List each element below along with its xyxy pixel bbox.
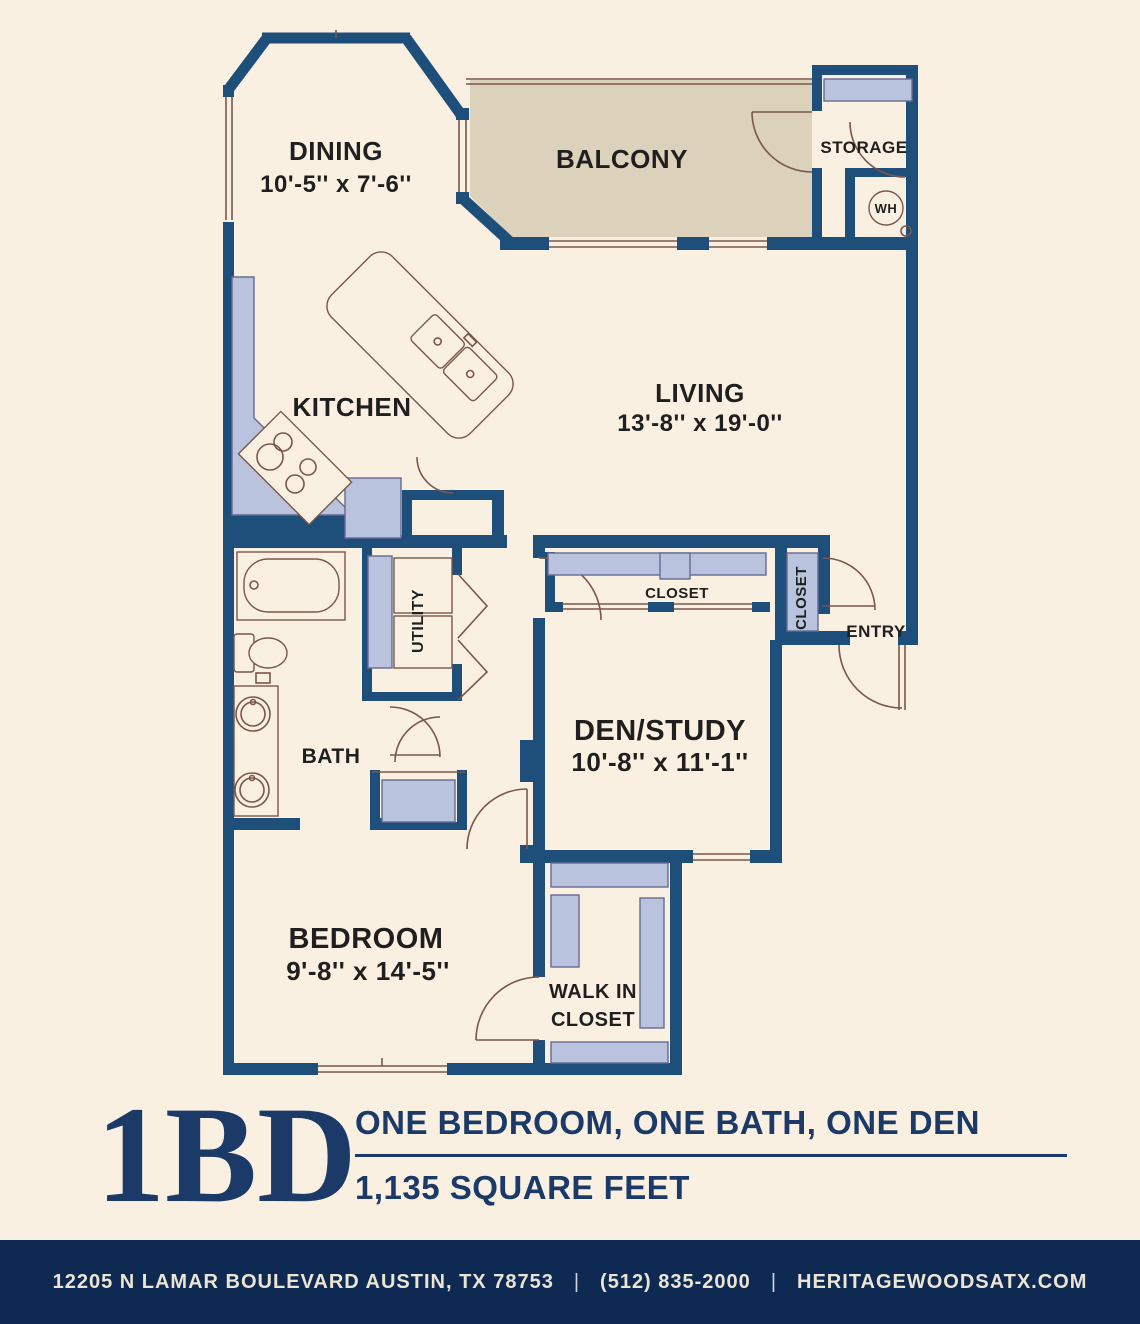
footer-website: HERITAGEWOODSATX.COM [797, 1270, 1088, 1293]
room-labels: DINING 10'-5'' x 7'-6'' BALCONY STORAGE … [260, 136, 907, 1031]
closet-shelves [381, 78, 913, 1064]
living-label: LIVING [655, 378, 745, 408]
den-closet-label: CLOSET [645, 585, 709, 602]
bathtub [236, 551, 346, 621]
bedroom-dims: 9'-8'' x 14'-5'' [286, 956, 450, 986]
plan-title: ONE BEDROOM, ONE BATH, ONE DEN [355, 1104, 980, 1141]
floor-plan-canvas: DINING 10'-5'' x 7'-6'' BALCONY STORAGE … [223, 30, 918, 1075]
windows [225, 30, 767, 1073]
footer-address: 12205 N LAMAR BOULEVARD AUSTIN, TX 78753 [52, 1270, 554, 1293]
range-stove [237, 410, 353, 526]
bath-label: BATH [302, 745, 361, 768]
water-heater [868, 190, 912, 237]
balcony-label: BALCONY [556, 144, 688, 174]
water-heater-label: WH [875, 201, 898, 216]
washer-dryer [367, 555, 453, 669]
sink-basin [410, 314, 466, 369]
utility-label: UTILITY [410, 589, 427, 653]
dining-label: DINING [289, 136, 383, 166]
kitchen-island [326, 251, 514, 439]
exterior-walls [223, 32, 918, 1075]
walkin-closet-label-line1: WALK IN [549, 981, 637, 1003]
kitchen-label: KITCHEN [292, 392, 411, 422]
footer-phone: (512) 835-2000 [600, 1270, 751, 1293]
storage-label: STORAGE [820, 138, 907, 157]
entry-label: ENTRY [846, 622, 906, 641]
title-divider [355, 1154, 1067, 1157]
footer-separator: | [770, 1270, 778, 1293]
footer-bar: 12205 N LAMAR BOULEVARD AUSTIN, TX 78753… [0, 1240, 1140, 1324]
refrigerator [344, 477, 402, 539]
den-label: DEN/STUDY [574, 715, 746, 747]
doors [372, 111, 906, 1041]
toilet [233, 633, 288, 684]
living-dims: 13'-8'' x 19'-0'' [617, 410, 783, 437]
plan-square-feet: 1,135 SQUARE FEET [355, 1169, 690, 1206]
plan-title-block: ONE BEDROOM, ONE BATH, ONE DEN 1,135 SQU… [355, 1104, 1067, 1207]
plan-code: 1BD [96, 1078, 357, 1231]
entry-closet-label: CLOSET [793, 566, 810, 630]
dining-dims: 10'-5'' x 7'-6'' [260, 171, 412, 198]
vanity-sinks [233, 685, 279, 817]
sink-basin [442, 346, 498, 402]
bedroom-label: BEDROOM [289, 923, 444, 955]
walkin-closet-label-line2: CLOSET [551, 1009, 635, 1031]
footer-separator: | [573, 1270, 581, 1293]
den-dims: 10'-8'' x 11'-1'' [571, 747, 748, 777]
